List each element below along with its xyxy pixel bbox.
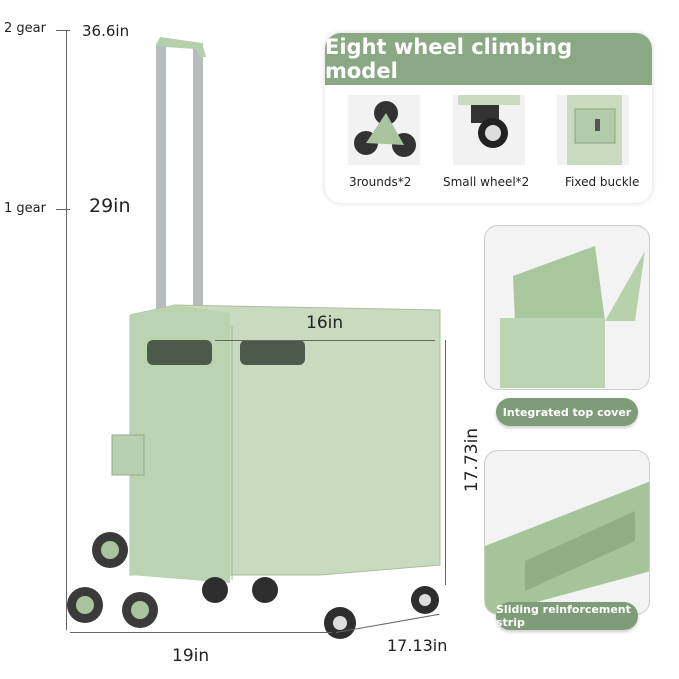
feature-box: Eight wheel climbing model 3rounds*2 Sma… [325,33,652,203]
reinforcement-strip-panel [484,450,650,615]
cart-illustration [67,37,441,639]
front-handle-hole [240,340,305,365]
side-handle-hole [147,340,212,365]
top-width-label: 16in [306,313,344,333]
top-cover-label: Integrated top cover [496,398,638,426]
feature-item-label: Fixed buckle [565,175,640,189]
height-line [445,340,446,585]
gear-2-label: 2 gear [4,21,46,36]
feature-item-label: 3rounds*2 [349,175,412,189]
buckle [111,434,145,476]
telescopic-handle [156,37,206,353]
cart-side [130,305,230,583]
tri-wheel-icon [348,95,420,165]
bottom-width-label: 19in [172,646,210,666]
gear-1-tick [56,209,70,210]
height-axis-line [66,30,67,630]
reinforcement-strip-label: Sliding reinforcement strip [496,602,638,630]
stair-climbing-wheels [67,532,158,628]
depth-label: 17.13in [387,636,448,655]
gear-2-height: 36.6in [82,22,130,40]
caster-wheel-icon [453,95,525,165]
gear-2-tick [56,30,70,31]
top-cover-panel [484,225,650,390]
top-width-line [215,340,435,341]
gear-1-label: 1 gear [4,201,46,216]
bottom-width-line [70,632,332,633]
buckle-icon [557,95,629,165]
feature-title: Eight wheel climbing model [325,33,652,85]
feature-item-label: Small wheel*2 [443,175,530,189]
caster-wheels [202,577,439,639]
height-label: 17.73in [462,427,483,493]
gear-1-height: 29in [89,195,131,217]
